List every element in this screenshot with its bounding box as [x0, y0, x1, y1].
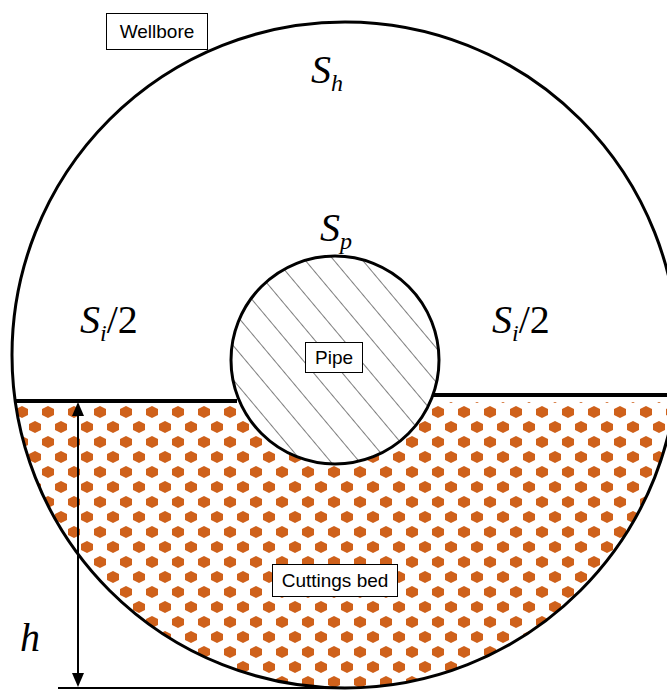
bed-surface	[16, 399, 237, 403]
text-box: Wellbore	[106, 13, 208, 50]
symbol-label: Sh	[311, 50, 343, 95]
box-text: Cuttings bed	[282, 570, 389, 592]
text-box: Pipe	[305, 342, 363, 373]
pipe-hatch	[220, 250, 450, 480]
dimension-label: h	[20, 618, 40, 658]
box-text: Wellbore	[120, 21, 195, 43]
arrow-head	[72, 402, 84, 416]
box-text: Pipe	[315, 347, 353, 369]
symbol-label: Si/2	[492, 300, 550, 345]
text-box: Cuttings bed	[272, 564, 398, 597]
dimension-line	[77, 410, 79, 678]
bed-surface	[433, 393, 667, 397]
datum-line	[58, 687, 340, 689]
symbol-label: Si/2	[80, 300, 138, 345]
pipe-outline	[231, 256, 439, 464]
wellbore-outline	[12, 22, 667, 688]
symbol-label: Sp	[320, 208, 352, 253]
arrow-head	[72, 673, 84, 687]
